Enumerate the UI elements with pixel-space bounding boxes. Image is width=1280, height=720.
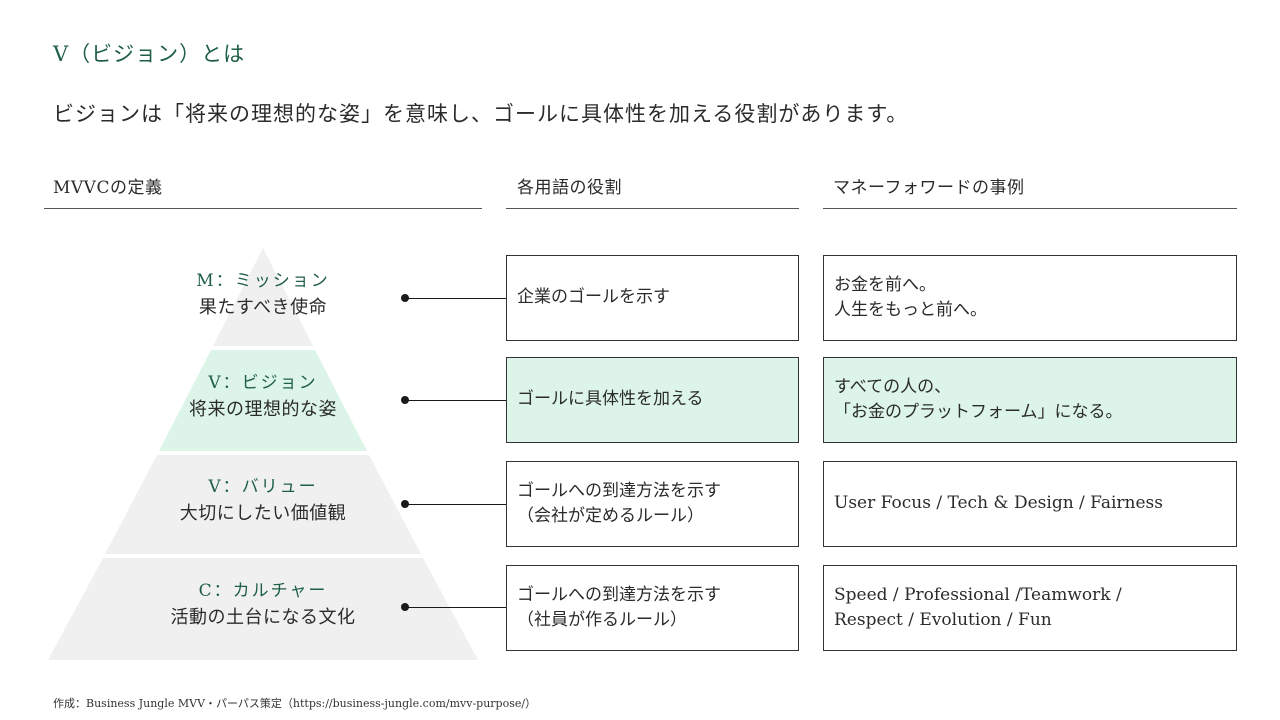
pyramid-label-culture: C：カルチャー 活動の土台になる文化 [93, 578, 433, 632]
pyramid-label-value: V：バリュー 大切にしたい価値観 [93, 474, 433, 528]
role-line: （社員が作るルール） [517, 610, 687, 630]
term-mission: M：ミッション [196, 271, 330, 291]
column-divider-definition [44, 208, 482, 209]
mvvc-pyramid [48, 248, 478, 660]
example-line: 「お金のプラットフォーム」になる。 [834, 402, 1123, 422]
role-line: ゴールへの到達方法を示す [517, 584, 721, 605]
example-line: 人生をもっと前へ。 [834, 300, 987, 320]
pyramid-tier-mission [213, 248, 313, 346]
example-line: User Focus / Tech & Design / Fairness [834, 493, 1163, 514]
meaning-value: 大切にしたい価値観 [179, 503, 347, 525]
example-line: すべての人の、 [834, 376, 952, 397]
pyramid-tier-culture [48, 558, 478, 660]
role-box-mission: 企業のゴールを示す [506, 255, 799, 341]
role-line: （会社が定めるルール） [517, 506, 704, 526]
term-value: V：バリュー [208, 477, 318, 497]
column-header-definition: MVVCの定義 [53, 178, 163, 198]
example-line: お金を前へ。 [834, 274, 936, 295]
term-culture: C：カルチャー [198, 581, 328, 601]
pyramid-tier-vision [159, 350, 367, 451]
connector-line-mission [405, 298, 506, 299]
example-box-vision: すべての人の、 「お金のプラットフォーム」になる。 [823, 357, 1237, 443]
role-box-culture: ゴールへの到達方法を示す （社員が作るルール） [506, 565, 799, 651]
column-divider-example [823, 208, 1237, 209]
connector-line-culture [405, 607, 506, 608]
example-line: Speed / Professional /Teamwork / [834, 584, 1122, 605]
connector-line-vision [405, 400, 506, 401]
pyramid-label-mission: M：ミッション 果たすべき使命 [93, 268, 433, 322]
connector-line-value [405, 504, 506, 505]
role-box-vision: ゴールに具体性を加える [506, 357, 799, 443]
meaning-culture: 活動の土台になる文化 [170, 607, 356, 629]
meaning-mission: 果たすべき使命 [198, 297, 328, 319]
role-line: 企業のゴールを示す [517, 287, 670, 308]
role-line: ゴールに具体性を加える [517, 389, 704, 410]
column-header-role: 各用語の役割 [517, 178, 622, 198]
term-vision: V：ビジョン [208, 373, 318, 393]
meaning-vision: 将来の理想的な姿 [189, 399, 337, 421]
role-line: ゴールへの到達方法を示す [517, 480, 721, 501]
pyramid-tier-value [105, 455, 421, 554]
role-box-value: ゴールへの到達方法を示す （会社が定めるルール） [506, 461, 799, 547]
example-box-mission: お金を前へ。 人生をもっと前へ。 [823, 255, 1237, 341]
example-box-culture: Speed / Professional /Teamwork / Respect… [823, 565, 1237, 651]
source-credit: 作成：Business Jungle MVV・パーパス策定（https://bu… [53, 697, 537, 710]
example-box-value: User Focus / Tech & Design / Fairness [823, 461, 1237, 547]
column-header-example: マネーフォワードの事例 [833, 178, 1025, 198]
section-title: V（ビジョン）とは [53, 42, 246, 66]
column-divider-role [506, 208, 799, 209]
example-line: Respect / Evolution / Fun [834, 610, 1052, 630]
pyramid-label-vision: V：ビジョン 将来の理想的な姿 [93, 370, 433, 424]
subtitle: ビジョンは「将来の理想的な姿」を意味し、ゴールに具体性を加える役割があります。 [53, 102, 909, 126]
